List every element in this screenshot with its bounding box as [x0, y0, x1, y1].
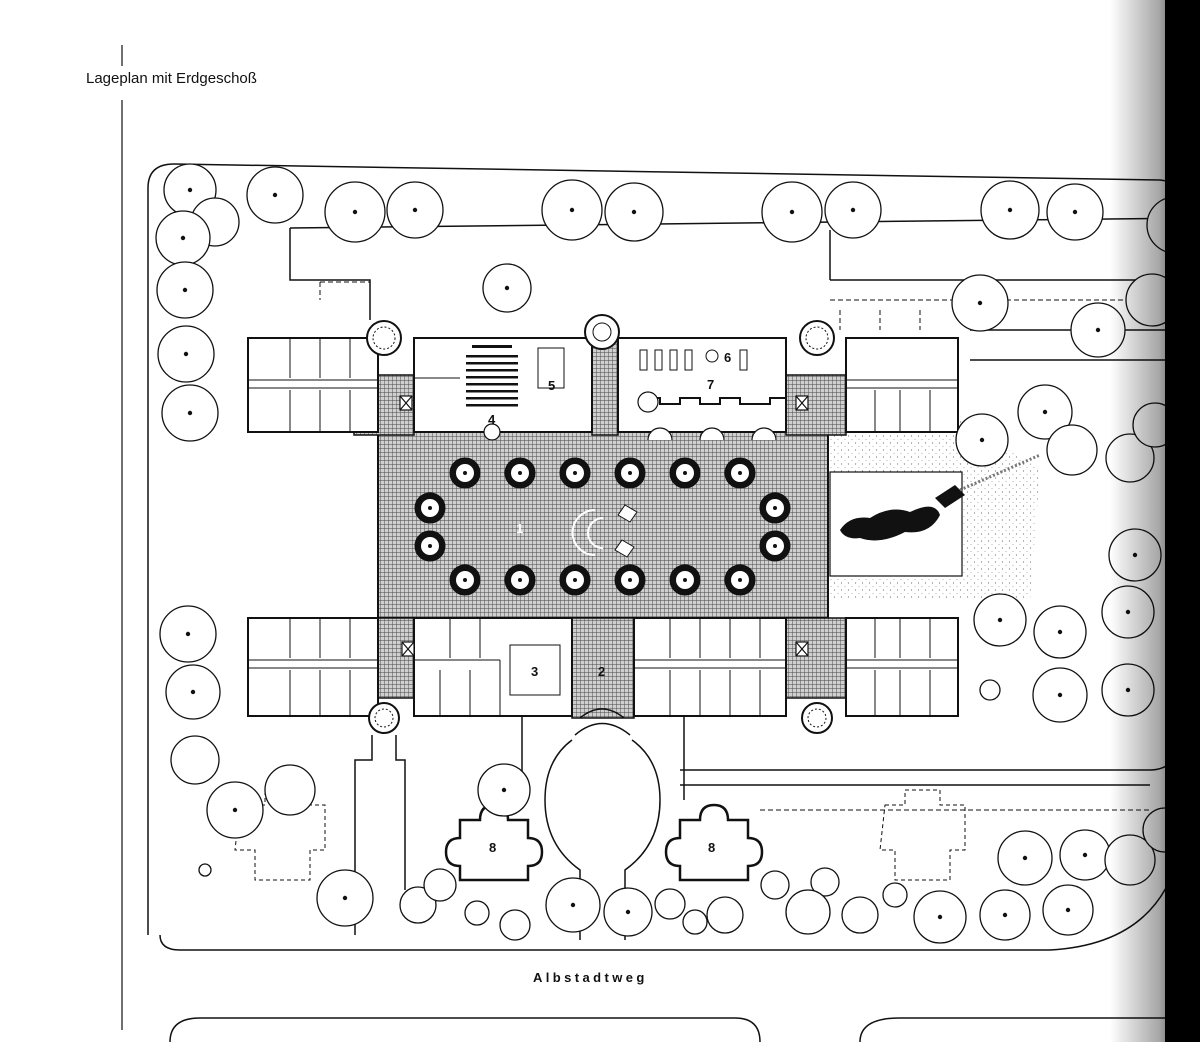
elevators [399, 395, 809, 657]
room-label-8-west: 8 [489, 840, 496, 855]
tree-south-row [464, 763, 1188, 944]
forecourt [354, 708, 685, 940]
auditorium-seating [466, 345, 518, 407]
north-corridor [591, 339, 619, 436]
room-label-6: 6 [724, 350, 731, 365]
room-label-5: 5 [548, 378, 555, 393]
counter-7 [640, 397, 786, 405]
tables-6 [639, 349, 748, 371]
tree-centers [180, 187, 1138, 920]
tree-north-row [163, 163, 1200, 313]
hall-planters [414, 457, 791, 596]
room-3-desk [509, 644, 561, 696]
north-wing-partitions [248, 338, 958, 432]
plan-title: Lageplan mit Erdgeschoß [86, 70, 257, 87]
hall-lightwells [483, 423, 777, 441]
room-label-7: 7 [707, 377, 714, 392]
hall-showcases [614, 504, 638, 558]
se-node [785, 617, 847, 699]
street-name-label: Albstadtweg [533, 970, 648, 985]
room-label-2: 2 [598, 664, 605, 679]
room-label-1: 1 [516, 521, 523, 536]
pavilions [444, 803, 764, 882]
ne-node [785, 374, 847, 436]
main-hall [377, 431, 829, 619]
room-label-8-east: 8 [708, 840, 715, 855]
page-edge-black [1165, 0, 1200, 1042]
central-stair [571, 509, 604, 556]
spiral-stair [637, 391, 659, 413]
pond [829, 453, 1041, 577]
room-label-4: 4 [488, 412, 496, 427]
stair-towers [366, 314, 835, 734]
pavilion-outlines-planned [234, 789, 966, 881]
meeting-table [537, 347, 565, 389]
south-wing-partitions [248, 618, 958, 716]
room-label-3: 3 [531, 664, 538, 679]
